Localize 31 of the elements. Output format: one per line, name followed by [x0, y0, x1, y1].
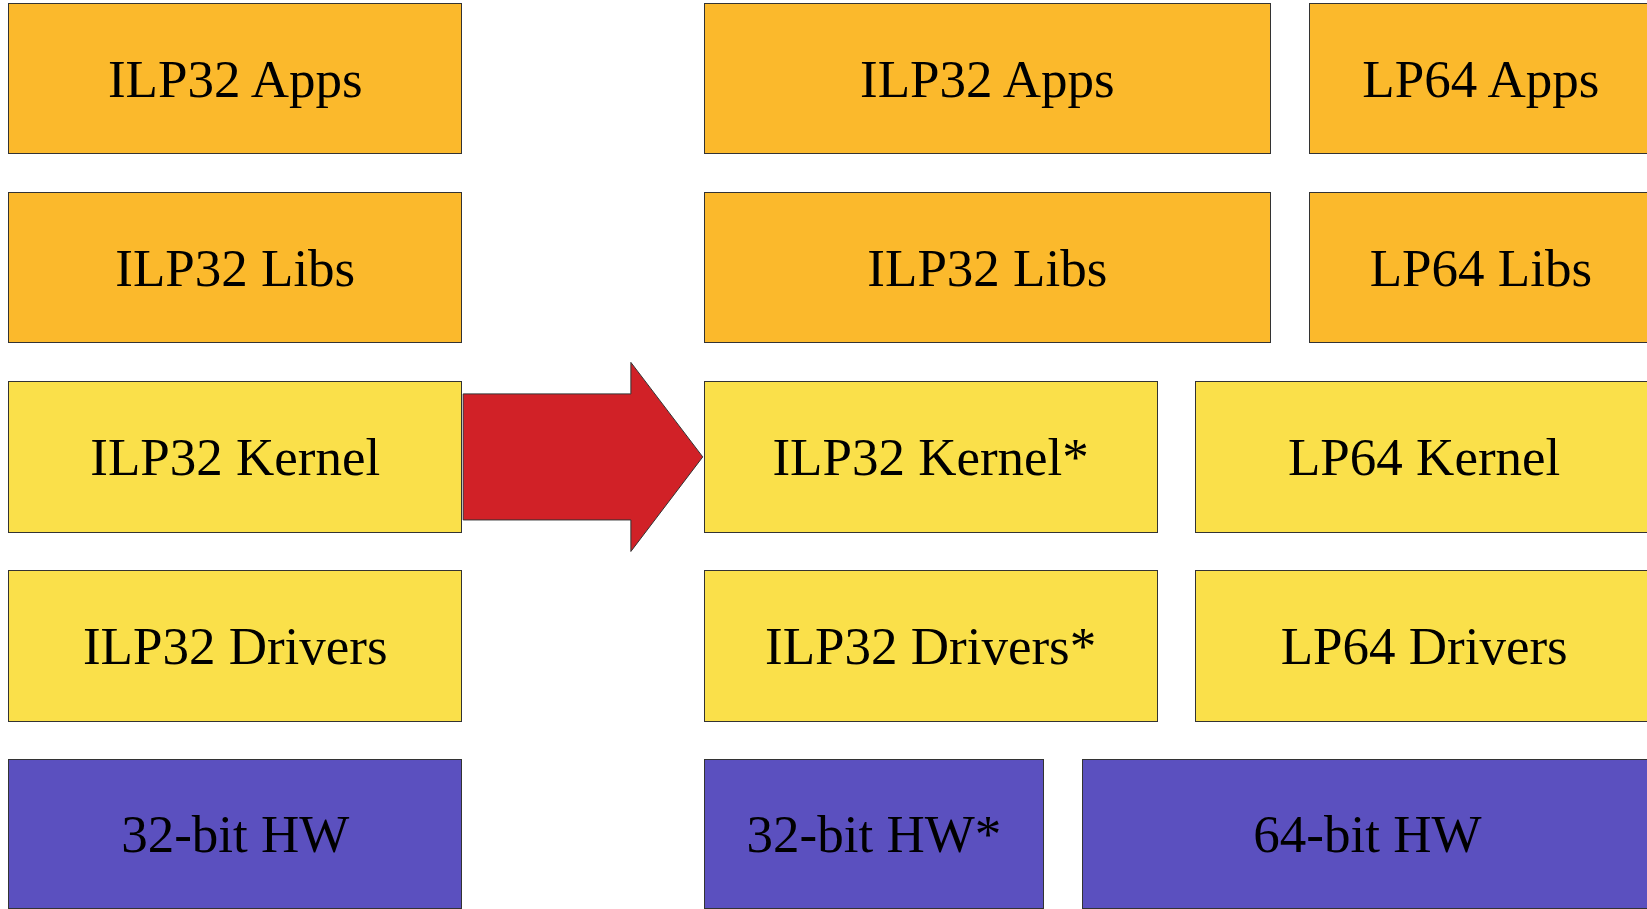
layer-label: 32-bit HW: [121, 804, 350, 864]
layer-box: [703, 759, 1045, 909]
layer-label: LP64 Libs: [1369, 237, 1593, 298]
layer-label: LP64 Apps: [1362, 48, 1600, 109]
layer-label: ILP32 Drivers*: [765, 615, 1097, 676]
layer-label: ILP32 Kernel*: [772, 426, 1089, 487]
layer-box: [1195, 570, 1647, 722]
layer-label: ILP32 Apps: [107, 48, 363, 109]
layer-box: [8, 570, 463, 722]
layer-box: [8, 192, 463, 344]
layer-label: ILP32 Drivers: [82, 615, 388, 676]
layer-label: LP64 Kernel: [1288, 426, 1561, 487]
layer-box: [1081, 759, 1647, 909]
layer-label: ILP32 Libs: [115, 237, 356, 298]
layer-box: [8, 381, 463, 533]
layer-box: [1308, 192, 1647, 344]
layer-box: [8, 759, 463, 909]
layer-box: [703, 381, 1158, 533]
block-arrow: [462, 361, 704, 552]
layer-label: ILP32 Apps: [860, 48, 1115, 109]
layer-label: ILP32 Kernel: [90, 426, 381, 487]
layer-box: [703, 192, 1271, 344]
layer-box: [1195, 381, 1647, 533]
layer-label: LP64 Drivers: [1280, 615, 1568, 676]
layer-label: 32-bit HW*: [746, 804, 1002, 864]
layer-box: [703, 3, 1271, 155]
layer-box: [703, 570, 1158, 722]
layer-label: ILP32 Libs: [867, 237, 1108, 298]
layer-box: [8, 3, 463, 155]
layer-box: [1308, 3, 1647, 155]
layer-label: 64-bit HW: [1253, 804, 1482, 864]
